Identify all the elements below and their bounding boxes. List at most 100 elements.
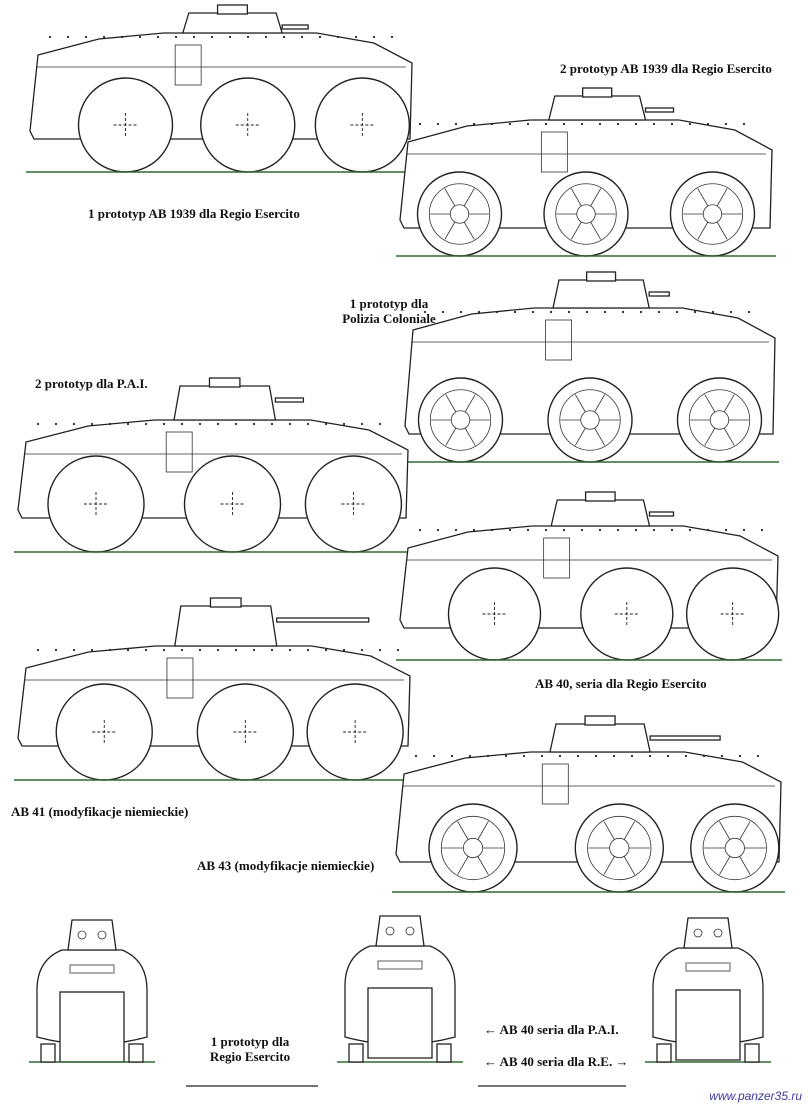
rivet [162, 422, 166, 426]
wheel-spoke [704, 394, 716, 413]
rivet [702, 754, 706, 758]
wheel-spoke [603, 856, 615, 875]
wheel-rim [440, 815, 506, 881]
arrow-right-icon: → [615, 1054, 629, 1069]
wheel-rim [702, 815, 767, 881]
caption-text: AB 40 seria dla R.E. [499, 1054, 613, 1069]
rivet [180, 422, 184, 426]
rivet [720, 754, 724, 758]
rivet [580, 528, 584, 532]
wheel-spoke [623, 821, 636, 840]
rivet [652, 528, 656, 532]
rivet [598, 122, 602, 126]
wheel-spoke [739, 821, 751, 840]
rivet [540, 754, 544, 758]
rivet [634, 528, 638, 532]
rivet [270, 422, 274, 426]
turret-hatch [208, 377, 241, 388]
rivet [472, 122, 476, 126]
turret-port [405, 926, 415, 936]
wheel-spoke [457, 856, 469, 875]
rivet [234, 648, 238, 652]
turret-hatch [582, 87, 613, 98]
wheel-spoke [590, 188, 602, 207]
wheel-spoke [463, 188, 475, 207]
rivet [342, 648, 346, 652]
side-view-vehicle [396, 491, 782, 661]
arrow-left-icon: ← [484, 1054, 497, 1069]
main-gun [276, 617, 370, 623]
rivet [576, 754, 580, 758]
rivet [360, 422, 364, 426]
front-wheel [656, 1043, 672, 1063]
side-door [543, 537, 571, 579]
rivet [747, 310, 751, 314]
wheel-spoke [445, 427, 457, 446]
turret [547, 95, 647, 121]
rivet [270, 648, 274, 652]
wheel-spoke [716, 188, 728, 207]
side-view-vehicle [396, 87, 776, 257]
rivet [549, 310, 553, 314]
wheel-spoke [716, 221, 728, 240]
front-turret [683, 917, 733, 949]
turret-hatch [586, 271, 617, 282]
wheel-spoke [704, 427, 716, 446]
wheel-spoke [723, 427, 735, 446]
rivet [630, 754, 634, 758]
rivet [490, 528, 494, 532]
main-gun [274, 397, 305, 403]
rivet [562, 122, 566, 126]
caption-1-prototype-1939: 1 prototyp AB 1939 dla Regio Esercito [88, 206, 300, 221]
front-armor-plate [59, 991, 125, 1063]
rivet [198, 648, 202, 652]
wheel-spoke [697, 188, 709, 207]
rivet [418, 122, 422, 126]
rivet [558, 754, 562, 758]
rivet [288, 422, 292, 426]
rivet [90, 422, 94, 426]
wheel-spoke [574, 394, 586, 413]
turret-hatch [584, 491, 616, 502]
turret-port [693, 928, 703, 938]
rivet [616, 122, 620, 126]
wheel-spoke [464, 394, 476, 413]
rivet [372, 35, 376, 39]
rivet [210, 35, 214, 39]
front-armor-plate [675, 989, 741, 1061]
rivet [72, 648, 76, 652]
rivet [432, 754, 436, 758]
wheel-spoke [570, 188, 582, 207]
rivet [639, 310, 643, 314]
rivet [36, 422, 40, 426]
rivet [108, 422, 112, 426]
turret [173, 385, 277, 421]
wheel-spoke [477, 821, 489, 840]
wheel-spoke [570, 221, 582, 240]
side-view-vehicle [14, 377, 412, 553]
rivet [468, 754, 472, 758]
wheel-spoke [594, 394, 606, 413]
rivet [616, 528, 620, 532]
rivet [378, 422, 382, 426]
rivet [390, 35, 394, 39]
main-gun [648, 511, 675, 517]
rivet [454, 528, 458, 532]
rivet [513, 310, 517, 314]
rivet [48, 35, 52, 39]
rivet [738, 754, 742, 758]
rivet [760, 528, 764, 532]
arrow-left-icon: ← [484, 1022, 497, 1037]
rivet [612, 754, 616, 758]
front-view-vehicle [645, 917, 771, 1063]
rivet [648, 754, 652, 758]
rivet [634, 122, 638, 126]
rivet [742, 122, 746, 126]
wheel-spoke [697, 221, 709, 240]
side-door [166, 657, 194, 699]
rivet [84, 35, 88, 39]
rivet [282, 35, 286, 39]
rivet [174, 35, 178, 39]
vision-slot [685, 962, 731, 972]
